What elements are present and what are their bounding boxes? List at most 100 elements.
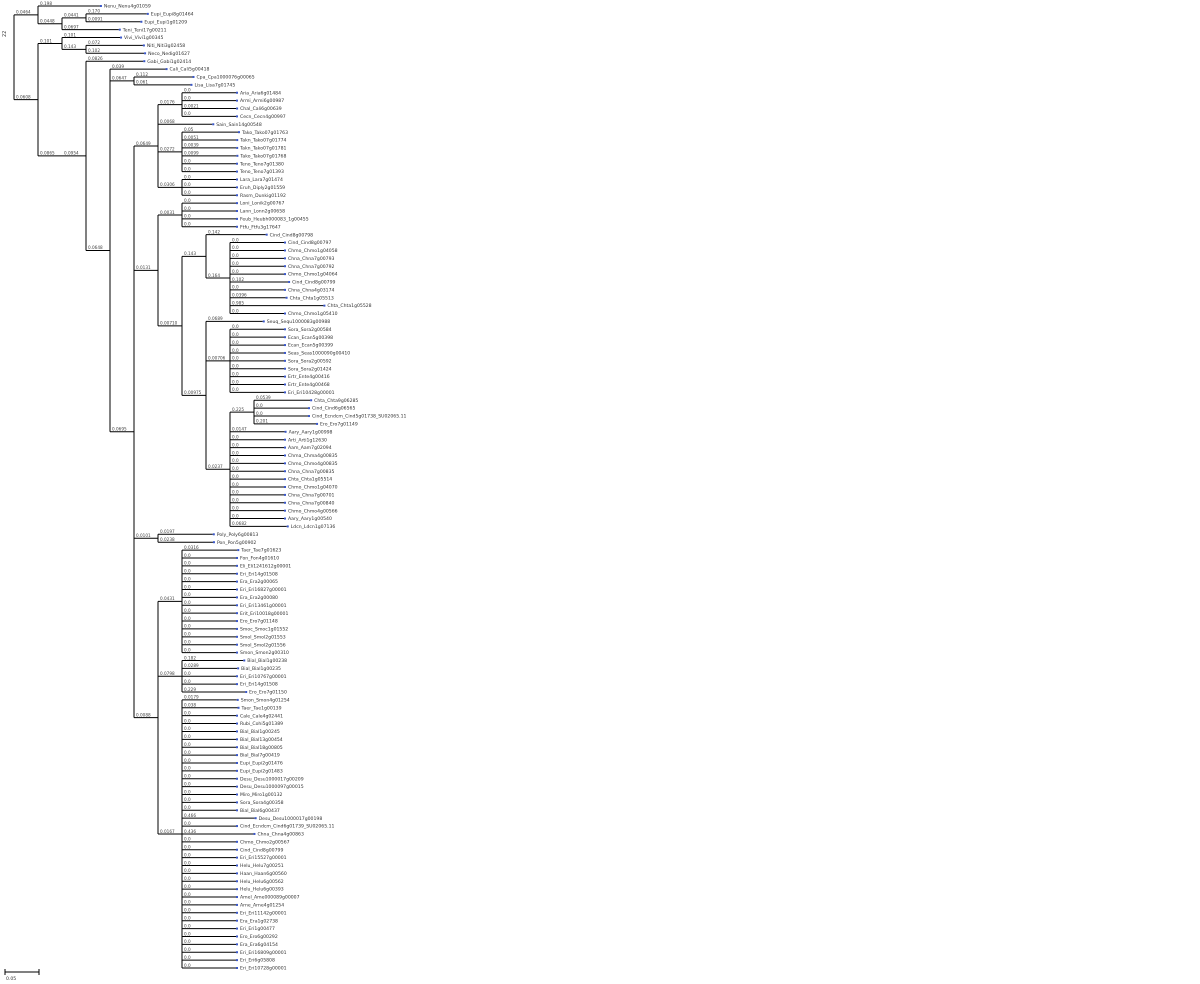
branch-length-label: 0.0	[184, 742, 191, 747]
leaf-label: Eri_Eri16827g00001	[240, 587, 287, 593]
leaf-label: Eli_Eli1241612g00001	[240, 563, 291, 569]
leaf-marker	[236, 564, 238, 567]
leaf-label: Niti_Niti3g02458	[147, 43, 185, 49]
branch-length-label: 0.0464	[16, 10, 31, 15]
leaf-label: Armi_Armi6g00987	[240, 98, 284, 104]
leaf-label: Ero_Ero6g00292	[240, 934, 278, 940]
leaf-label: Cind_Ecndcm_Cind6g01739_SU02065.11	[240, 824, 334, 830]
leaf-label: Eupi_Eupi1g01209	[144, 19, 187, 25]
leaf-label: Eupi_Eupi2g01476	[240, 761, 283, 767]
branch-length-label: 0.0	[232, 245, 239, 250]
leaf-label: Ero_Ero7g01150	[249, 690, 287, 696]
branch-length-label: 0.0	[184, 766, 191, 771]
branch-length-label: 0.0	[184, 624, 191, 629]
branch-length-label: 0.102	[88, 48, 100, 53]
branch-length-label: 0.0539	[256, 395, 271, 400]
leaf-marker	[284, 383, 286, 386]
branch-length-label: 0.201	[256, 419, 268, 424]
leaf-label: Ftfu_Ftfu3g17647	[240, 224, 281, 230]
leaf-marker	[236, 202, 238, 205]
leaf-label: Cind_Ecndcm_Cind5g01738_SU02065.11	[312, 414, 406, 420]
branch-length-label: 0.0306	[160, 182, 175, 187]
leaf-marker	[284, 454, 286, 457]
leaf-label: Smol_Smol2g01553	[240, 634, 286, 640]
leaf-marker	[284, 359, 286, 362]
leaf-marker	[284, 241, 286, 244]
leaf-marker	[237, 549, 240, 552]
leaf-label: Helu_Helu7g00251	[240, 863, 284, 869]
leaf-label: Rubi_Cohi5g01389	[240, 721, 283, 727]
leaf-marker	[236, 225, 238, 228]
leaf-marker	[286, 525, 289, 528]
branch-length-label: 0.0	[184, 789, 191, 794]
leaf-marker	[284, 509, 286, 512]
leaf-label: Tako_Tako07g01763	[241, 130, 288, 136]
branch-length-label: 0.0021	[184, 103, 199, 108]
branch-length-label: 0.0176	[160, 99, 175, 104]
branch-length-label: 0.0865	[40, 151, 55, 156]
leaf-label: Cali_Cali5g00418	[170, 67, 210, 73]
leaf-label: Chna_Chna7g00792	[288, 264, 335, 270]
leaf-marker	[236, 880, 238, 883]
branch-length-label: 0.170	[88, 9, 100, 14]
leaf-marker	[238, 131, 240, 134]
leaf-label: Cecn_Cecn4g00997	[240, 114, 286, 120]
leaf-label: Eri_Eri14g01508	[240, 571, 278, 577]
leaf-marker	[284, 430, 287, 433]
leaf-marker	[236, 99, 238, 102]
branch-length-label: 0.0	[184, 750, 191, 755]
leaf-label: Fon_Fon4g01610	[240, 556, 279, 562]
leaf-marker	[236, 580, 238, 583]
leaf-marker	[236, 170, 238, 173]
branch-length-label: 0.0	[184, 222, 191, 227]
leaf-label: Chna_Chna7g00701	[288, 492, 335, 498]
leaf-label: Lara_Lara7g01474	[240, 177, 283, 183]
leaf-label: Sora_Sora4g00358	[240, 800, 284, 806]
leaf-marker	[236, 627, 238, 630]
leaf-label: Eupi_Eupi2g01483	[240, 768, 283, 774]
branch-length-label: 0.0039	[184, 143, 199, 148]
branch-length-label: 0.0167	[160, 829, 175, 834]
leaf-marker	[118, 28, 121, 31]
leaf-label: Aam_Aam7g02094	[288, 445, 332, 451]
branch-length-label: 0.0	[184, 166, 191, 171]
leaf-marker	[120, 36, 123, 39]
leaf-marker	[236, 848, 238, 851]
leaf-label: Vivi_Vivi1g00345	[124, 35, 163, 41]
leaf-marker	[308, 407, 310, 410]
leaf-marker	[144, 52, 147, 55]
branch-length-label: 0.0	[184, 616, 191, 621]
branch-length-label: 0.0689	[208, 316, 223, 321]
branch-length-label: 0.0	[184, 955, 191, 960]
leaf-marker	[236, 91, 238, 94]
leaf-label: Smon_Smon4g01254	[241, 698, 290, 704]
branch-length-label: 0.0	[184, 206, 191, 211]
branch-length-label: 0.0	[184, 111, 191, 116]
leaf-marker	[284, 336, 286, 339]
branch-length-label: 0.0	[184, 608, 191, 613]
leaf-marker	[284, 288, 286, 291]
leaf-marker	[245, 691, 248, 694]
branch-length-label: 0.0	[184, 88, 191, 93]
branch-length-label: 0.198	[40, 1, 52, 6]
branch-length-label: 0.112	[136, 72, 148, 77]
leaf-label: Desu_Desu1000097g00015	[240, 784, 304, 790]
leaf-label: Bial_Bial1g00245	[240, 729, 280, 735]
leaf-marker	[237, 667, 240, 670]
branch-length-label: 0.0	[184, 679, 191, 684]
leaf-marker	[284, 517, 286, 520]
leaf-label: Chmo_Chmo1g04070	[288, 485, 338, 491]
branch-length-label: 0.0147	[232, 427, 247, 432]
branch-length-label: 0.101	[40, 38, 52, 43]
branch-length-label: 0.0608	[16, 94, 31, 99]
leaf-marker	[284, 265, 286, 268]
branch-length-label: 0.0	[232, 450, 239, 455]
branch-length-label: 0.039	[112, 64, 124, 69]
leaf-label: Sain_Sain14g00548	[216, 122, 262, 128]
branch-length-label: 0.0	[232, 379, 239, 384]
leaf-label: Eri_Eri15527g00001	[240, 855, 287, 861]
tree-branches	[13, 5, 326, 969]
branch-length-label: 0.0448	[40, 19, 55, 24]
leaf-label: Feub_Heubh000083_1g00455	[240, 217, 309, 223]
leaf-marker	[236, 911, 238, 914]
